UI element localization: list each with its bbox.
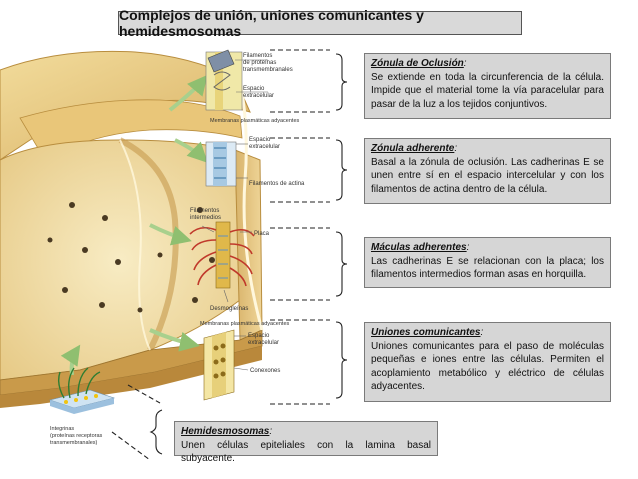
- inset-hemidesmosoma: [48, 367, 116, 414]
- label-filamentos-intermedios-b: intermedios: [190, 215, 221, 221]
- label-espacio-extracelular-1b: extracelular: [243, 93, 274, 99]
- inset-union-comunicante: [203, 329, 249, 401]
- note-uniones-comunicantes-heading: Uniones comunicantes: [371, 327, 481, 338]
- label-espacio-extracelular-3b: extracelular: [248, 340, 279, 346]
- note-zonula-oclusion: Zónula de Oclusión: Se extiende en toda …: [364, 53, 611, 119]
- inset-zonula-oclusion: [205, 49, 243, 111]
- note-zonula-oclusion-heading: Zónula de Oclusión: [371, 58, 464, 69]
- note-zonula-adherente-heading: Zónula adherente: [371, 143, 455, 154]
- label-integrinas-a: Integrinas: [50, 426, 74, 432]
- note-maculas-adherentes-heading: Máculas adherentes: [371, 242, 467, 253]
- note-zonula-oclusion-text: Se extiende en toda la circunferencia de…: [371, 71, 604, 110]
- label-integrinas-b: (proteínas receptoras: [50, 433, 103, 439]
- diagram-labels: Filamentos de proteínas transmembranales…: [50, 53, 305, 446]
- label-integrinas-c: transmembranales): [50, 440, 98, 446]
- label-espacio-extracelular-3a: Espacio: [248, 333, 270, 339]
- label-group-1: [235, 59, 268, 93]
- note-hemidesmosomas: Hemidesmosomas: Unen células epiteliales…: [174, 421, 438, 464]
- label-membranas-2: Membranas plasmáticas adyacentes: [200, 321, 290, 327]
- note-zonula-adherente: Zónula adherente: Basal a la zónula de o…: [364, 138, 611, 204]
- note-maculas-adherentes-text: Las cadherinas E se relacionan con la pl…: [371, 255, 604, 281]
- label-filamentos-proteinas-3: transmembranales: [243, 67, 293, 73]
- inset-zonula-adherente: [205, 141, 248, 187]
- note-maculas-adherentes: Máculas adherentes: Las cadherinas E se …: [364, 237, 611, 288]
- inset-desmosoma: [189, 221, 255, 303]
- page-title: Complejos de unión, uniones comunicantes…: [118, 7, 522, 39]
- note-hemidesmosomas-text: Unen células epiteliales con la lamina b…: [181, 439, 431, 465]
- label-filamentos-intermedios-a: Filamentos: [190, 208, 219, 214]
- note-uniones-comunicantes-text: Uniones comunicantes para el paso de mol…: [371, 340, 604, 393]
- label-filamentos-actina: Filamentos de actina: [249, 181, 305, 187]
- note-uniones-comunicantes: Uniones comunicantes: Uniones comunicant…: [364, 322, 611, 402]
- note-hemidesmosomas-heading: Hemidesmosomas: [181, 426, 270, 437]
- label-filamentos-proteinas-2: de proteínas: [243, 60, 276, 66]
- cytoplasm-dots: [47, 202, 215, 313]
- label-filamentos-proteinas-1: Filamentos: [243, 53, 272, 59]
- note-zonula-adherente-text: Basal a la zónula de oclusión. Las cadhe…: [371, 156, 604, 195]
- dashed-connectors: [111, 49, 348, 461]
- label-placa: Placa: [254, 231, 270, 237]
- label-membranas-1: Membranas plasmáticas adyacentes: [210, 118, 300, 124]
- label-espacio-extracelular-1a: Espacio: [243, 86, 265, 92]
- label-desmogleinas: Desmogleínas: [210, 306, 248, 312]
- label-espacio-extracelular-2b: extracelular: [249, 144, 280, 150]
- label-espacio-extracelular-2a: Espacio: [249, 137, 271, 143]
- label-conexones: Conexones: [250, 368, 280, 374]
